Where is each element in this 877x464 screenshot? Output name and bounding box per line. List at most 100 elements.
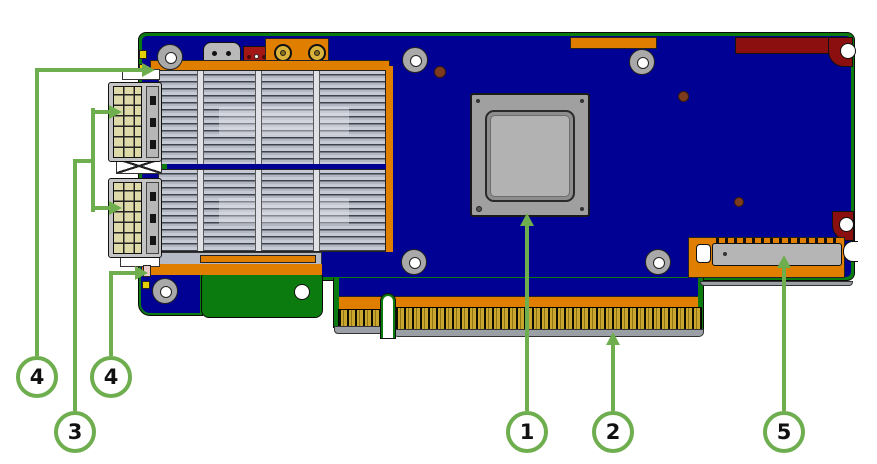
callout-4-top-label: 4 (29, 365, 45, 389)
coax-center-2 (314, 50, 320, 56)
port1-led-top (139, 50, 147, 59)
callout-4-bottom-label: 4 (103, 365, 119, 389)
edge-region-mask (336, 278, 702, 300)
port-copper-strip (142, 264, 322, 275)
heatsink-rib (197, 170, 204, 251)
red-component-dot-left (247, 55, 251, 59)
standoff (401, 249, 427, 275)
edge-shadow-right (700, 281, 853, 286)
callout-4-top-line-v (35, 68, 39, 356)
qsfp-port-1-cage (108, 82, 162, 162)
callout-5-line (782, 266, 786, 411)
fiducial-dot (434, 66, 446, 78)
qsfp-port-2-rail (146, 182, 159, 254)
standoff (402, 47, 428, 73)
cage-slot (150, 118, 156, 127)
copper-pad-hole (696, 244, 711, 263)
edge-right-border (698, 278, 704, 330)
asic-die (490, 115, 570, 197)
callout-3-line-h (73, 159, 93, 163)
cage-slot (150, 140, 156, 149)
connector-pins (716, 238, 840, 245)
standoff (629, 49, 655, 75)
standoff-hole (165, 52, 177, 64)
connector-key-dot (723, 252, 727, 256)
callout-1-label: 1 (519, 420, 535, 444)
callout-4-bottom-line-h (109, 271, 137, 275)
callout-3: 3 (54, 411, 96, 453)
callout-3-line-v (73, 159, 77, 411)
bracket-screw-hole (294, 284, 310, 300)
heatsink-lower (158, 169, 386, 252)
callout-1: 1 (506, 411, 548, 453)
copper-strip-top-middle (570, 37, 657, 49)
fiducial-dot (678, 91, 689, 102)
callout-4-top-line-h (35, 68, 142, 72)
port2-led-bottom (142, 281, 150, 289)
callout-2-line (611, 343, 615, 411)
cage-slot (150, 236, 156, 245)
cage-latch-middle (116, 158, 162, 174)
heatsink-upper-band (219, 107, 349, 135)
callout-2-arrowhead (606, 332, 620, 345)
callout-5-label: 5 (776, 420, 792, 444)
asic-corner-dot (580, 207, 584, 211)
standoff-hole (409, 257, 421, 269)
qsfp-port-2-cage (108, 178, 162, 258)
heatsink-copper-right (384, 66, 393, 252)
qsfp-port-2-opening (113, 182, 142, 254)
pcie-key-notch (381, 294, 395, 338)
heatsink-rib (197, 71, 204, 164)
callout-3-arrowhead-bottom (109, 201, 122, 215)
heatsink-rib (255, 170, 262, 251)
callout-4-bottom-line-v (109, 271, 113, 356)
edge-bevel-short (334, 326, 383, 334)
flange-copper-pads (200, 255, 316, 263)
buzzer-pin-left (212, 51, 217, 56)
heatsink-upper (158, 70, 386, 165)
callout-5: 5 (763, 411, 805, 453)
edge-bevel-long (393, 329, 704, 337)
callout-4-top-arrowhead (142, 63, 155, 77)
asic-corner-dot (580, 99, 584, 103)
cage-gap-mask (158, 164, 386, 169)
standoff-hole (410, 55, 422, 67)
red-component-dot-center (254, 54, 259, 59)
standoff-hole (160, 286, 172, 298)
cage-slot (150, 192, 156, 201)
heatsink-rib (313, 170, 320, 251)
qsfp-port-1-opening (113, 86, 142, 158)
callout-3-bracket (91, 108, 95, 212)
cage-gap-green-bit (161, 164, 167, 169)
edge-left-border (333, 278, 339, 328)
callout-2-label: 2 (605, 420, 621, 444)
asic-corner-dot (476, 99, 480, 103)
pcie-fingers-long (395, 307, 702, 331)
coax-center-1 (280, 50, 286, 56)
qsfp-port-1-rail (146, 86, 159, 158)
callout-1-line (525, 224, 529, 411)
standoff (157, 44, 183, 70)
bracket-standoff (152, 278, 178, 304)
callout-3-label: 3 (67, 420, 83, 444)
callout-3-arm-bottom (93, 206, 109, 210)
callout-4-top: 4 (16, 356, 58, 398)
callout-4-bottom-arrowhead (135, 266, 148, 280)
edge-notch-right (843, 241, 858, 262)
fiducial-dot (734, 197, 744, 207)
heatsink-rib (313, 71, 320, 164)
callout-3-arrowhead-top (109, 105, 122, 119)
callout-3-arm-top (93, 110, 109, 114)
callout-2: 2 (592, 411, 634, 453)
standoff (645, 249, 671, 275)
cage-slot (150, 96, 156, 105)
callout-4-bottom: 4 (90, 356, 132, 398)
standoff-hole (637, 57, 649, 69)
mount-hole-top-right (840, 43, 856, 59)
heatsink-rib (255, 71, 262, 164)
red-component-dot-right (262, 55, 266, 59)
buzzer-pin-right (226, 51, 231, 56)
cage-slot (150, 214, 156, 223)
asic-screw-dot (476, 206, 482, 212)
